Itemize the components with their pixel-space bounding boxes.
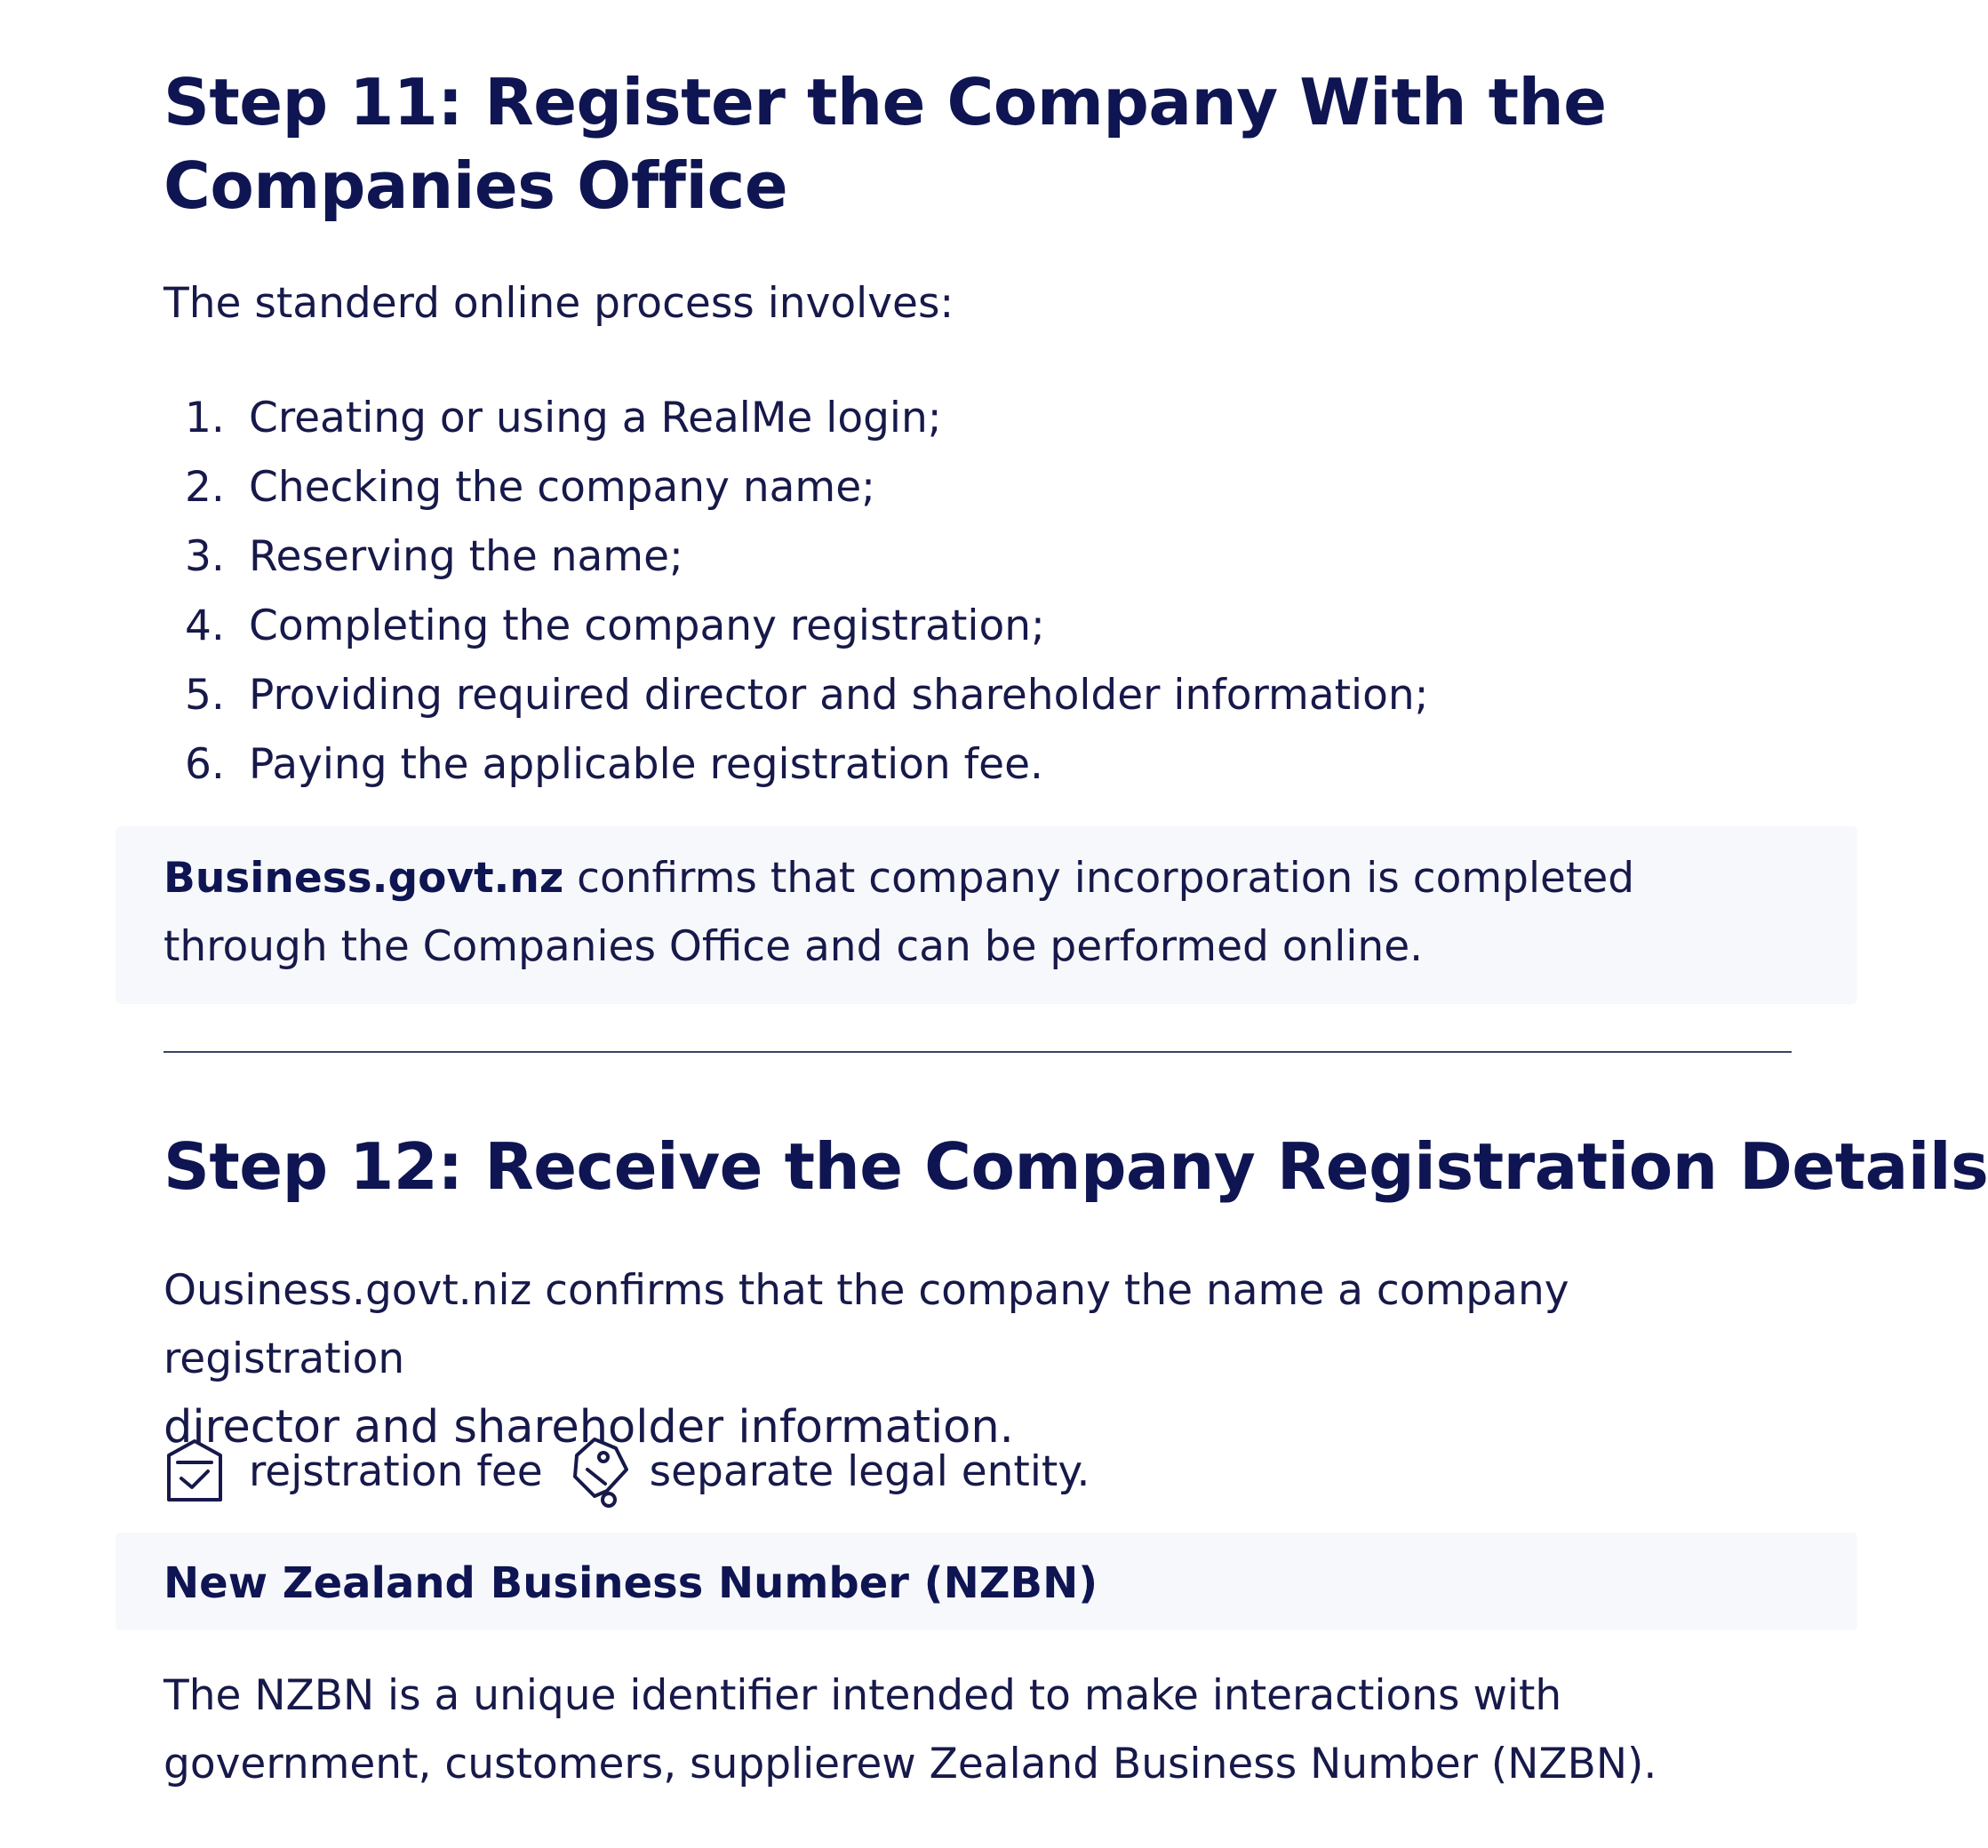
list-text: Creating or using a RealMe login;: [249, 394, 942, 442]
step11-heading: Step 11: Register the Company With the C…: [164, 65, 1607, 223]
step12-heading: Step 12: Receive the Company Registratio…: [164, 1129, 1988, 1204]
chip-label: rejstration fee: [249, 1446, 543, 1496]
list-item: 4. Completing the company registration;: [164, 592, 1429, 661]
feature-chips: rejstration fee separate legal entity.: [164, 1434, 1114, 1509]
list-number: 5.: [185, 671, 225, 720]
list-text: Checking the company name;: [249, 463, 875, 512]
list-item: 1. Creating or using a RealMe login;: [164, 384, 1429, 453]
tag-icon: [568, 1434, 632, 1509]
list-text: Completing the company registration;: [249, 601, 1045, 650]
nzbn-subheading: New Zealand Business Number (NZBN): [164, 1558, 1098, 1608]
step12-confirmation: Ousiness.govt.niz confirms that the comp…: [164, 1256, 1790, 1462]
nzbn-paragraph: The NZBN is a unique identifier intended…: [164, 1671, 1657, 1788]
list-number: 2.: [185, 463, 225, 512]
step11-confirmation: Business.govt.nz confirms that company i…: [164, 844, 1790, 981]
source-name: Business.govt.nz: [164, 854, 564, 903]
step11-intro: The standerd online process involves:: [164, 279, 954, 328]
list-text: Providing required director and sharehol…: [249, 671, 1429, 720]
chip-registration-fee: rejstration fee: [164, 1438, 543, 1505]
confirmation-text: confirms that company incorporation is c…: [164, 854, 1635, 971]
list-number: 3.: [185, 532, 225, 581]
background-shade: [116, 1533, 1857, 1630]
chip-label: separate legal entity.: [649, 1446, 1090, 1496]
background-shade: [116, 826, 1857, 1004]
list-text: Paying the applicable registration fee.: [249, 740, 1043, 789]
list-item: 5. Providing required director and shareh…: [164, 661, 1429, 730]
confirmation-line-1: Ousiness.govt.niz confirms that the comp…: [164, 1266, 1569, 1383]
list-item: 2. Checking the company name;: [164, 453, 1429, 522]
document-check-icon: [164, 1438, 226, 1505]
list-item: 6. Paying the applicable registration fee…: [164, 730, 1429, 800]
section-divider: [164, 1051, 1792, 1053]
list-number: 4.: [185, 601, 225, 650]
list-item: 3. Reserving the name;: [164, 522, 1429, 592]
chip-legal-entity: separate legal entity.: [568, 1434, 1090, 1509]
list-number: 1.: [185, 394, 225, 442]
list-text: Reserving the name;: [249, 532, 683, 581]
list-number: 6.: [185, 740, 225, 789]
step11-process-list: 1. Creating or using a RealMe login; 2. Ch…: [164, 384, 1429, 800]
